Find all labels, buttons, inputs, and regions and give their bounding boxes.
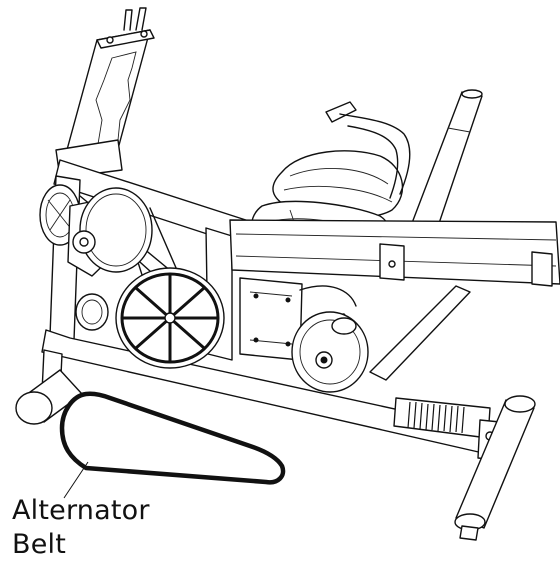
console-mast [55,7,155,179]
callout-line-1: Alternator [12,495,150,526]
seat-rail [229,219,560,287]
upper-pulley [67,187,153,277]
alternator-belt-label: Alternator Belt [12,494,150,562]
alternator [291,311,369,393]
large-spoked-pulley [115,267,225,369]
alternator-belt [59,391,286,485]
bearing-housing [75,293,109,331]
front-stabilizer [15,369,83,425]
seat-handle-left [325,101,411,199]
callout-leader-line [63,461,89,499]
rear-stabilizer [454,395,536,541]
callout-line-2: Belt [12,529,67,560]
